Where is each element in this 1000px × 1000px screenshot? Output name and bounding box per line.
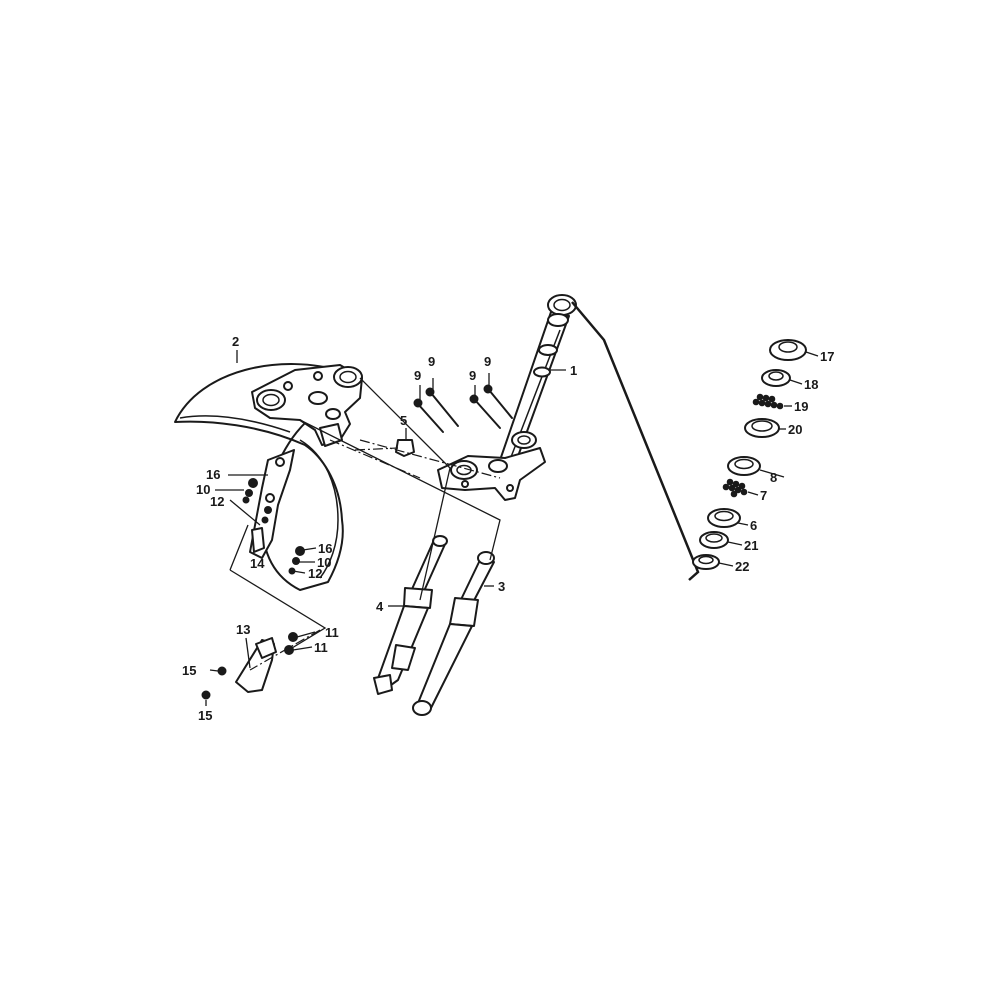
callout-9-c: 9 <box>469 368 476 383</box>
callout-5: 5 <box>400 413 407 428</box>
callout-16-b: 16 <box>318 541 332 556</box>
callout-17: 17 <box>820 349 834 364</box>
callout-8: 8 <box>770 470 777 485</box>
hose-clamp-assembly <box>201 632 298 700</box>
clamp-bolts <box>413 384 513 433</box>
callout-12-b: 12 <box>308 566 322 581</box>
callout-16-a: 16 <box>206 467 220 482</box>
lower-ball-cage <box>722 478 748 498</box>
callout-labels: 1 2 3 4 5 6 7 8 9 9 9 9 10 10 11 11 12 1… <box>182 334 834 723</box>
steering-rod <box>571 301 700 581</box>
callout-11-a: 11 <box>325 625 339 640</box>
callout-15-a: 15 <box>182 663 196 678</box>
assembly-lines <box>229 377 501 671</box>
fender-bridge-plate <box>251 364 363 447</box>
callout-22: 22 <box>735 559 749 574</box>
fork-leg-right <box>412 551 495 716</box>
callout-2: 2 <box>232 334 239 349</box>
callout-14: 14 <box>250 556 265 571</box>
callout-9-a: 9 <box>428 354 435 369</box>
callout-9-b: 9 <box>414 368 421 383</box>
callout-13: 13 <box>236 622 250 637</box>
callout-20: 20 <box>788 422 802 437</box>
upper-ball-cage <box>752 393 784 410</box>
lower-triple-clamp <box>437 447 546 501</box>
cable-guide <box>395 439 415 457</box>
bearing-kit <box>692 339 807 570</box>
callout-15-b: 15 <box>198 708 212 723</box>
callout-18: 18 <box>804 377 818 392</box>
callout-9-d: 9 <box>484 354 491 369</box>
callout-6: 6 <box>750 518 757 533</box>
steering-stem <box>497 294 577 471</box>
callout-1: 1 <box>570 363 577 378</box>
callout-7: 7 <box>760 488 767 503</box>
callout-10-b: 10 <box>317 555 331 570</box>
leader-lines <box>205 350 819 706</box>
callout-12-a: 12 <box>210 494 224 509</box>
callout-19: 19 <box>794 399 808 414</box>
callout-21: 21 <box>744 538 758 553</box>
callout-10-a: 10 <box>196 482 210 497</box>
callout-3: 3 <box>498 579 505 594</box>
callout-11-b: 11 <box>314 640 328 655</box>
callout-4: 4 <box>376 599 384 614</box>
fender-side-bracket <box>242 449 305 575</box>
